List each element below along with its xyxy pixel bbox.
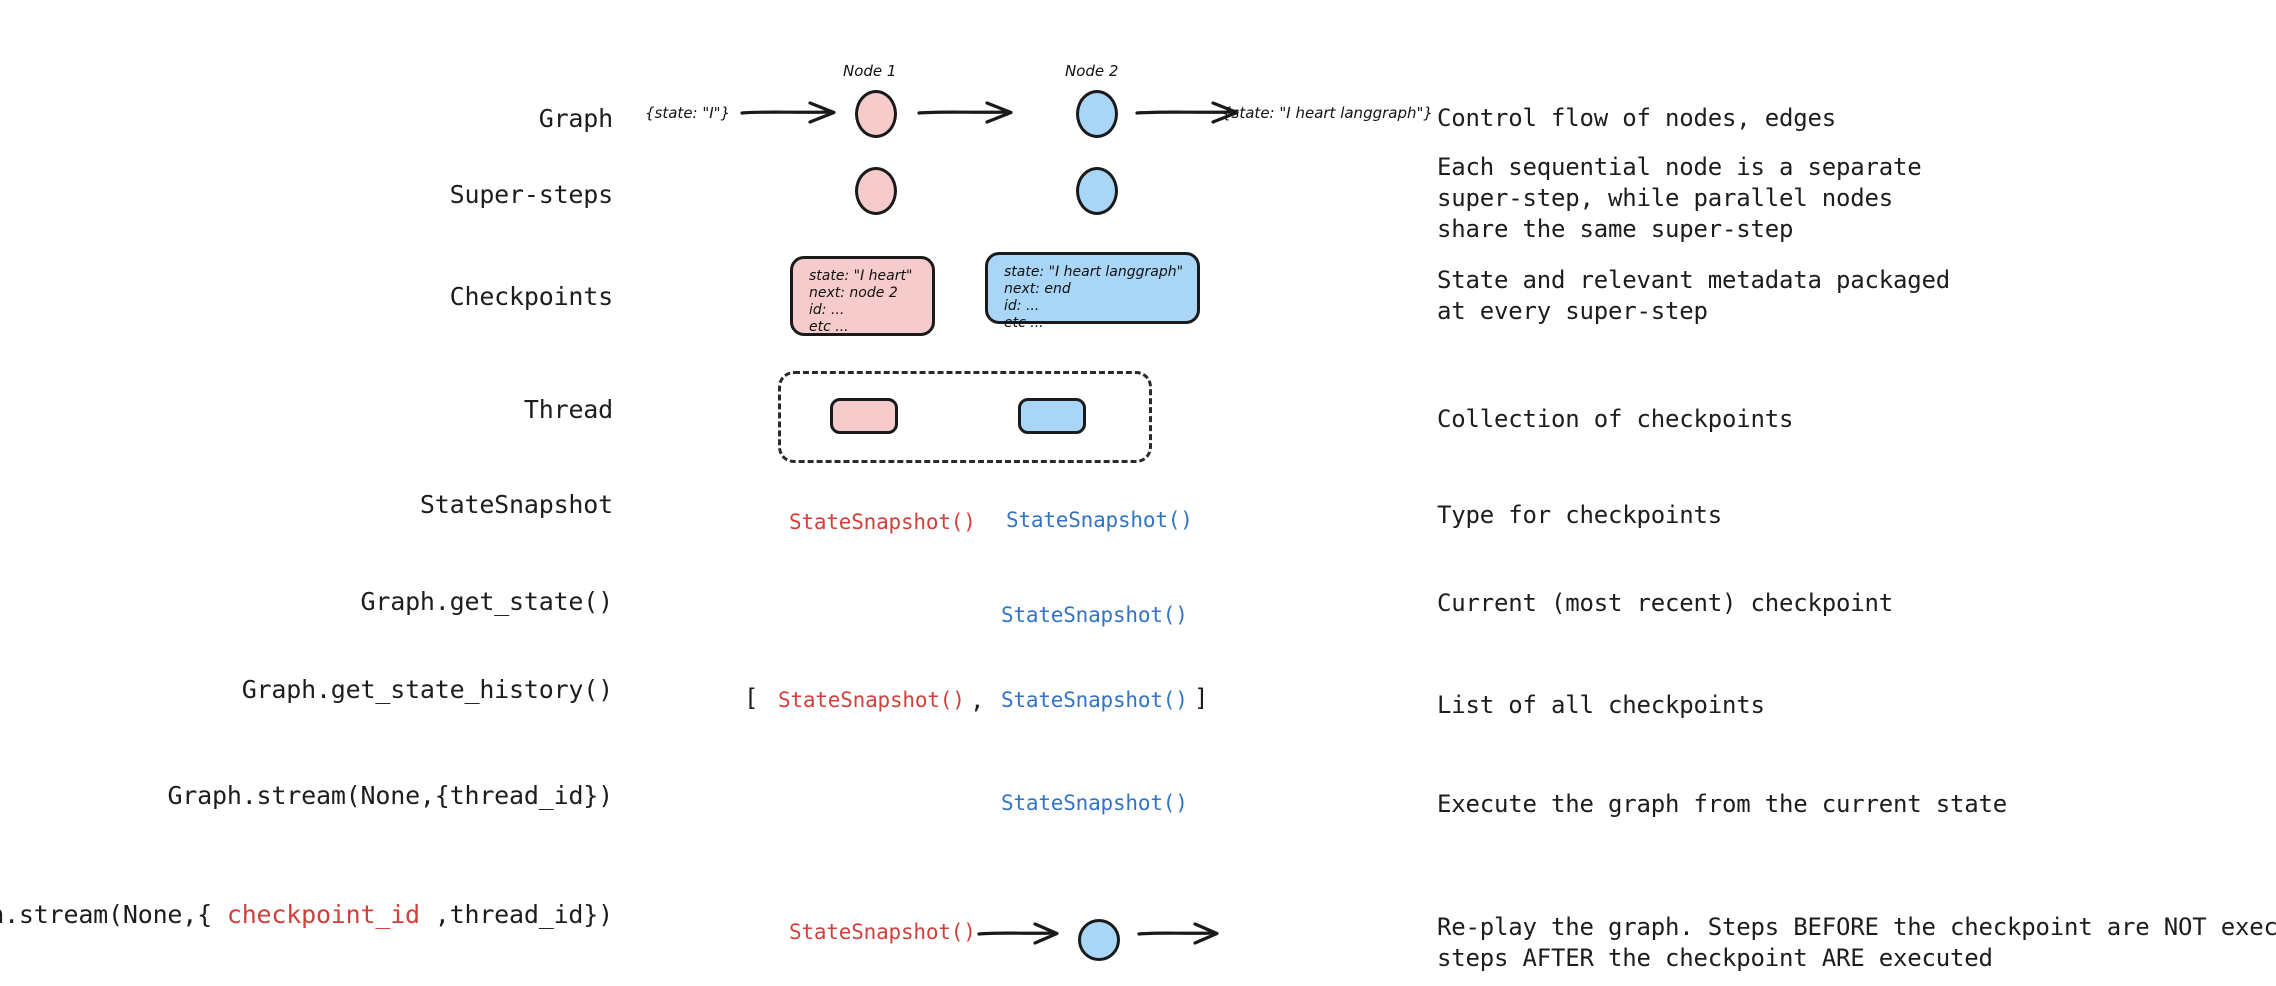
list-bracket-open: [: [744, 684, 759, 712]
checkpoint-blue-line-2: next: end: [1004, 281, 1071, 297]
row-desc-stream-thread: Execute the graph from the current state: [1437, 790, 2007, 818]
graph-node-1: [855, 90, 897, 138]
get-state-statesnapshot-token: StateSnapshot(): [1001, 603, 1188, 627]
super-step-node-2: [1076, 167, 1118, 215]
row-desc-get-state: Current (most recent) checkpoint: [1437, 589, 1893, 617]
checkpoint-card-blue: state: "I heart langgraph" next: end id:…: [985, 252, 1200, 331]
row-label-get-state: Graph.get_state(): [360, 587, 614, 616]
stream-checkpoint-prefix: Graph.stream(None,{: [0, 900, 212, 929]
list-bracket-close: ]: [1194, 684, 1209, 712]
row-desc-super-steps: Each sequential node is a separate super…: [1437, 153, 1922, 243]
row-label-thread: Thread: [523, 395, 613, 424]
statesnapshot-token-blue: StateSnapshot(): [1006, 508, 1193, 532]
node-2-caption: Node 2: [1065, 62, 1119, 80]
row-label-stream-thread: Graph.stream(None,{thread_id}): [167, 781, 613, 810]
output-state-annotation: {state: "I heart langgraph"}: [1222, 104, 1433, 122]
checkpoint-pink-line-4: etc ...: [809, 319, 849, 335]
super-step-node-1: [855, 167, 897, 215]
graph-node-2: [1076, 90, 1118, 138]
row-label-graph: Graph: [538, 104, 613, 133]
list-comma: ,: [970, 686, 985, 714]
row-label-super-steps: Super-steps: [449, 180, 614, 209]
history-statesnapshot-token-blue: StateSnapshot(): [1001, 688, 1188, 712]
stream-statesnapshot-token: StateSnapshot(): [1001, 791, 1188, 815]
row-desc-graph: Control flow of nodes, edges: [1437, 104, 1836, 132]
replay-arrow-2: [1137, 922, 1219, 945]
row-label-statesnapshot: StateSnapshot: [419, 490, 613, 519]
replay-graph-node: [1078, 919, 1120, 961]
thread-container: [778, 371, 1152, 463]
checkpoint-pink-line-2: next: node 2: [809, 285, 898, 301]
statesnapshot-token-red: StateSnapshot(): [789, 510, 976, 534]
thread-checkpoint-chip-pink: [830, 398, 898, 434]
edge-arrow-1: [740, 101, 836, 124]
history-statesnapshot-token-red: StateSnapshot(): [778, 688, 965, 712]
thread-checkpoint-chip-blue: [1018, 398, 1086, 434]
row-label-checkpoints: Checkpoints: [449, 282, 614, 311]
replay-statesnapshot-token: StateSnapshot(): [789, 920, 976, 944]
checkpoint-blue-line-3: id: ...: [1004, 298, 1040, 314]
checkpoint-id-token: checkpoint_id: [226, 900, 420, 929]
checkpoint-card-pink: state: "I heart" next: node 2 id: ... et…: [790, 256, 935, 336]
checkpoint-blue-line-1: state: "I heart langgraph": [1004, 264, 1184, 280]
row-desc-checkpoints: State and relevant metadata packaged at …: [1437, 266, 1950, 325]
input-state-annotation: {state: "I"}: [645, 104, 731, 122]
checkpoint-pink-line-3: id: ...: [809, 302, 845, 318]
row-desc-get-state-history: List of all checkpoints: [1437, 691, 1765, 719]
checkpoint-pink-line-1: state: "I heart": [809, 268, 913, 284]
replay-arrow-1: [977, 922, 1059, 945]
row-desc-stream-checkpoint: Re-play the graph. Steps BEFORE the chec…: [1437, 913, 2276, 972]
row-desc-statesnapshot: Type for checkpoints: [1437, 501, 1722, 529]
edge-arrow-3: [1135, 101, 1239, 124]
checkpoint-blue-line-4: etc ...: [1004, 315, 1044, 331]
stream-checkpoint-suffix: ,thread_id}): [419, 900, 613, 929]
row-label-stream-checkpoint: Graph.stream(None,{ checkpoint_id ,threa…: [0, 900, 613, 930]
row-desc-thread: Collection of checkpoints: [1437, 405, 1794, 433]
node-1-caption: Node 1: [843, 62, 897, 80]
edge-arrow-2: [917, 101, 1013, 124]
row-label-get-state-history: Graph.get_state_history(): [241, 675, 613, 704]
